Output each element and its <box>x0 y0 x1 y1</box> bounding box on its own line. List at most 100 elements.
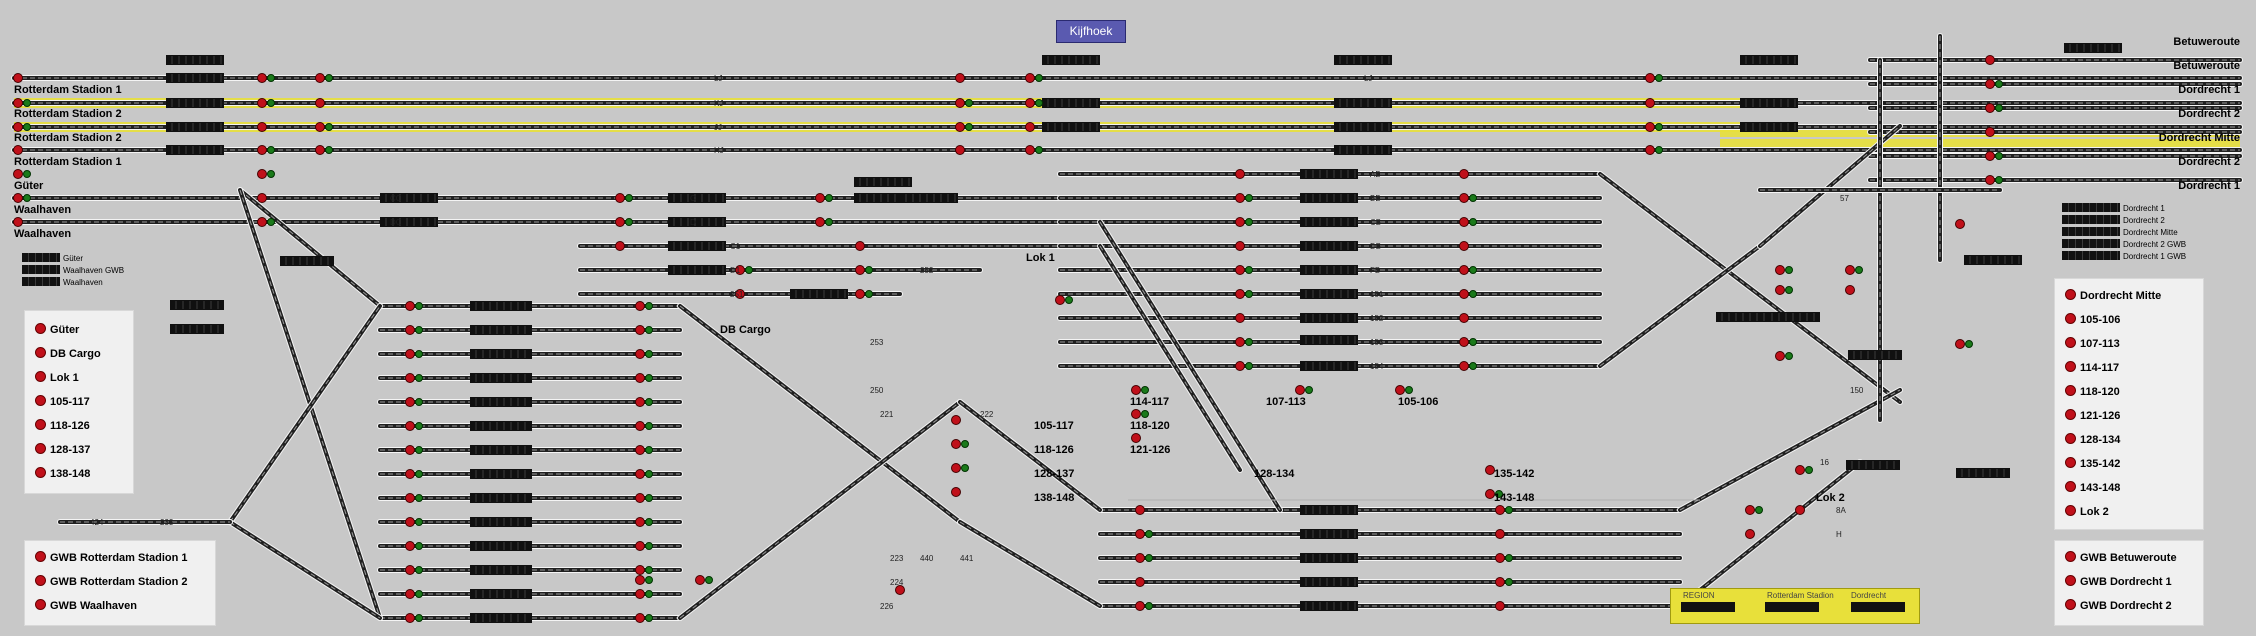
signal-icon <box>405 373 415 383</box>
track-block <box>1300 361 1358 371</box>
signal-icon <box>405 397 415 407</box>
track-label-right-1: Betuweroute <box>2173 36 2240 48</box>
route-button-138-148[interactable]: 138-148 <box>35 467 90 481</box>
route-button-db-cargo[interactable]: DB Cargo <box>35 347 101 361</box>
track-segment <box>1599 173 1901 403</box>
signal-icon <box>257 145 267 155</box>
signal-icon <box>645 374 653 382</box>
track-block <box>854 193 912 203</box>
signal-icon <box>1785 286 1793 294</box>
signal-icon <box>1469 338 1477 346</box>
signal-icon <box>267 99 275 107</box>
signal-icon <box>1995 152 2003 160</box>
route-button-105-117[interactable]: 105-117 <box>35 395 90 409</box>
track-block <box>1042 122 1100 132</box>
signal-icon <box>1955 219 1965 229</box>
signal-icon <box>315 122 325 132</box>
signal-icon <box>1245 266 1253 274</box>
signal-icon <box>955 122 965 132</box>
yard-label-118-126: 118-126 <box>1034 444 1074 456</box>
track-label-left-4: Rotterdam Stadion 1 <box>14 156 122 168</box>
track-segment <box>679 401 961 619</box>
signal-icon <box>257 122 267 132</box>
track-number: 153 <box>1370 338 1384 347</box>
signal-icon <box>635 325 645 335</box>
track-label-right-4: Dordrecht 2 <box>2178 108 2240 120</box>
signal-icon <box>1459 313 1469 323</box>
gwb-button-rotterdam-stadion-1[interactable]: GWB Rotterdam Stadion 1 <box>35 551 188 565</box>
signal-icon <box>961 440 969 448</box>
route-button-118-120[interactable]: 118-120 <box>2065 385 2120 399</box>
signal-icon <box>1459 337 1469 347</box>
track-block <box>166 145 224 155</box>
track-segment <box>1678 388 1902 512</box>
signal-icon <box>645 576 653 584</box>
track-label-left-3: Rotterdam Stadion 2 <box>14 132 122 144</box>
route-button-107-113[interactable]: 107-113 <box>2065 337 2120 351</box>
signal-icon <box>415 374 423 382</box>
signal-icon <box>1645 73 1655 83</box>
track-block <box>2064 43 2122 53</box>
signal-icon <box>1055 295 1065 305</box>
route-button-121-126[interactable]: 121-126 <box>2065 409 2120 423</box>
route-button-128-137[interactable]: 128-137 <box>35 443 90 457</box>
track-block <box>1300 601 1358 611</box>
track-block <box>1300 241 1358 251</box>
route-button-dordrecht-mitte[interactable]: Dordrecht Mitte <box>2065 289 2161 303</box>
signal-icon <box>635 517 645 527</box>
region-legend-title: REGION <box>1683 591 1715 600</box>
signal-icon <box>1245 290 1253 298</box>
route-button-135-142[interactable]: 135-142 <box>2065 457 2120 471</box>
route-button-128-134[interactable]: 128-134 <box>2065 433 2120 447</box>
signal-icon <box>645 614 653 622</box>
signal-icon <box>745 266 753 274</box>
region-legend-dordrecht: Dordrecht <box>1851 591 1887 600</box>
signal-icon <box>1495 553 1505 563</box>
signal-icon <box>1775 351 1785 361</box>
route-button-gueter[interactable]: Güter <box>35 323 79 337</box>
signal-icon <box>415 518 423 526</box>
track-block <box>790 289 848 299</box>
signal-icon <box>315 145 325 155</box>
signal-icon <box>865 266 873 274</box>
route-button-105-106[interactable]: 105-106 <box>2065 313 2120 327</box>
signal-icon <box>1459 217 1469 227</box>
gwb-button-dordrecht-2[interactable]: GWB Dordrecht 2 <box>2065 599 2172 613</box>
signal-icon <box>645 422 653 430</box>
gwb-button-betuweroute[interactable]: GWB Betuweroute <box>2065 551 2177 565</box>
track-segment <box>679 305 961 523</box>
gwb-button-rotterdam-stadion-2[interactable]: GWB Rotterdam Stadion 2 <box>35 575 188 589</box>
track-block <box>166 73 224 83</box>
gwb-button-waalhaven[interactable]: GWB Waalhaven <box>35 599 137 613</box>
signal-icon <box>1131 433 1141 443</box>
track-segment <box>1099 221 1281 511</box>
signal-icon <box>1469 266 1477 274</box>
right-legend-row: Dordrecht Mitte <box>2062 227 2178 238</box>
route-button-143-148[interactable]: 143-148 <box>2065 481 2120 495</box>
signal-icon <box>615 193 625 203</box>
track-block <box>1300 265 1358 275</box>
route-button-lok-1[interactable]: Lok 1 <box>35 371 79 385</box>
gwb-button-dordrecht-1[interactable]: GWB Dordrecht 1 <box>2065 575 2172 589</box>
yard-label-135-142: 135-142 <box>1494 468 1535 480</box>
signal-icon <box>1655 146 1663 154</box>
signal-icon <box>1135 601 1145 611</box>
signal-icon <box>955 145 965 155</box>
route-button-118-126[interactable]: 118-126 <box>35 419 90 433</box>
route-button-lok-2[interactable]: Lok 2 <box>2065 505 2109 519</box>
signal-icon <box>1745 529 1755 539</box>
signal-icon <box>405 589 415 599</box>
signal-icon <box>1025 73 1035 83</box>
route-button-114-117[interactable]: 114-117 <box>2065 361 2119 375</box>
signal-icon <box>1459 241 1469 251</box>
track-number: 222 <box>980 410 994 419</box>
track-number: D1 <box>730 266 741 275</box>
signal-icon <box>1245 362 1253 370</box>
signal-icon <box>257 193 267 203</box>
track-label-left-5: Güter <box>14 180 44 192</box>
signal-icon <box>1495 577 1505 587</box>
signal-icon <box>1405 386 1413 394</box>
track-block <box>380 217 438 227</box>
signal-icon <box>1645 145 1655 155</box>
signal-icon <box>1469 194 1477 202</box>
